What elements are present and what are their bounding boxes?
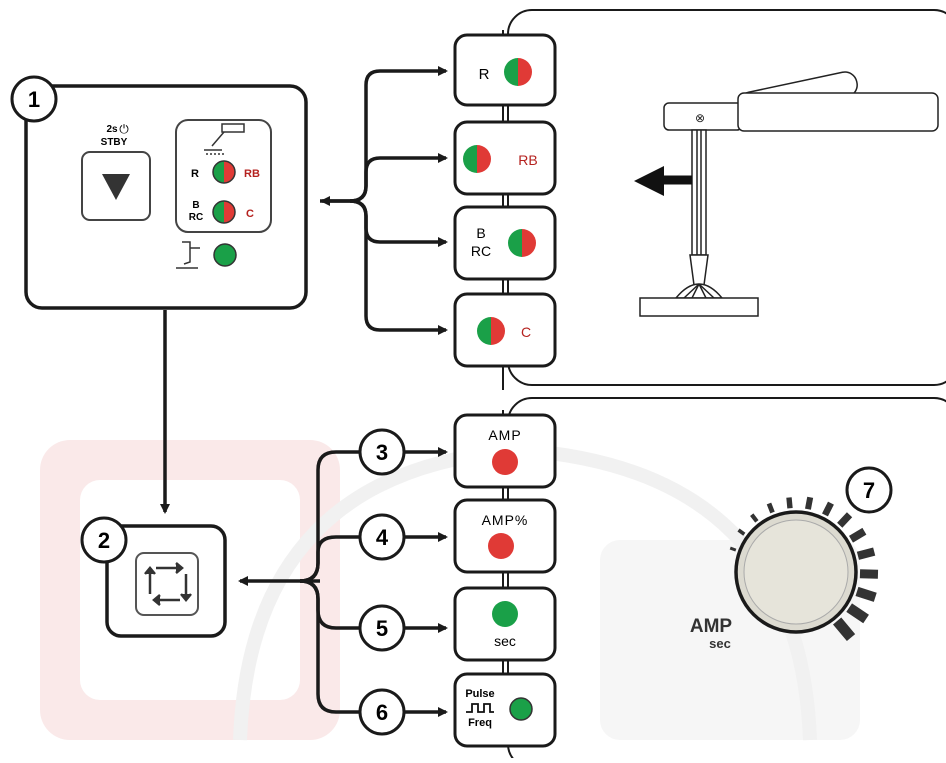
mode-box-rb[interactable]: RB [455,122,555,194]
knob-tick [825,503,831,515]
svg-text:3: 3 [376,440,388,465]
param-box-amp-percent[interactable]: AMP% [455,500,555,572]
panel-led-r-rb [213,161,235,183]
knob-tick [808,497,810,509]
knob-tick [857,591,875,597]
power-icon: ⏻ [119,122,129,136]
knob-tick [769,504,773,513]
panel-c-label: C [246,208,254,220]
knob-tick [730,548,736,550]
knob-tick [851,531,864,539]
svg-text:6: 6 [376,700,388,725]
param-box-pulse-freq[interactable]: Pulse Freq [455,674,555,746]
standby-label: STBY [101,137,128,148]
mode-rc-label: RC [471,243,491,259]
pulse-led-green [510,698,532,720]
knob-tick [840,515,850,526]
param-box-sec[interactable]: sec [455,588,555,660]
callout-4: 4 [360,515,404,559]
param-pulse-label: Pulse [465,688,494,700]
callout-5: 5 [360,606,404,650]
knob-tick [789,498,790,509]
knob-tick [858,552,874,556]
knob-tick [752,515,757,522]
callout-2: 2 [82,518,126,562]
panel-led-green [214,244,236,266]
mode-box-c[interactable]: C [455,294,555,366]
panel-r-label: R [191,168,199,180]
panel-rc-label: RC [189,212,203,223]
cycle-button[interactable] [136,553,198,615]
mode-r-label: R [479,66,490,83]
control-panel: 2s ⏻ STBY R RB B RC C [26,86,306,308]
amp-percent-led-red [488,533,514,559]
amp-led-red [492,449,518,475]
param-freq-label: Freq [468,717,492,729]
svg-text:5: 5 [376,616,388,641]
standby-time-label: 2s [106,124,118,135]
svg-text:4: 4 [376,525,389,550]
callout-6: 6 [360,690,404,734]
knob-sec-label: sec [709,636,731,651]
mode-rb-label: RB [518,152,537,168]
callout-7: 7 [847,468,891,512]
knob-amp-label: AMP [690,616,733,637]
welding-torch-illustration: ⊗ [634,70,938,316]
panel-b-label: B [192,200,199,211]
mode-box-r[interactable]: R [455,35,555,105]
panel-rb-label: RB [244,168,260,180]
param-amp-label: AMP [488,427,521,443]
mode-c-label: C [521,324,531,340]
mode-b-label: B [476,225,485,241]
param-sec-label: sec [494,633,516,649]
svg-text:2: 2 [98,528,110,553]
svg-text:1: 1 [28,87,40,112]
mode-box-brc[interactable]: B RC [455,207,555,279]
callout-3: 3 [360,430,404,474]
param-box-amp[interactable]: AMP [455,415,555,487]
svg-text:7: 7 [863,478,875,503]
callout-1: 1 [12,77,56,121]
svg-text:⊗: ⊗ [695,111,705,125]
panel-led-brc-c [213,201,235,223]
down-button[interactable] [82,152,150,220]
torch-info-panel [508,10,946,385]
param-amp-percent-label: AMP% [482,512,529,528]
sec-led-green [492,601,518,627]
